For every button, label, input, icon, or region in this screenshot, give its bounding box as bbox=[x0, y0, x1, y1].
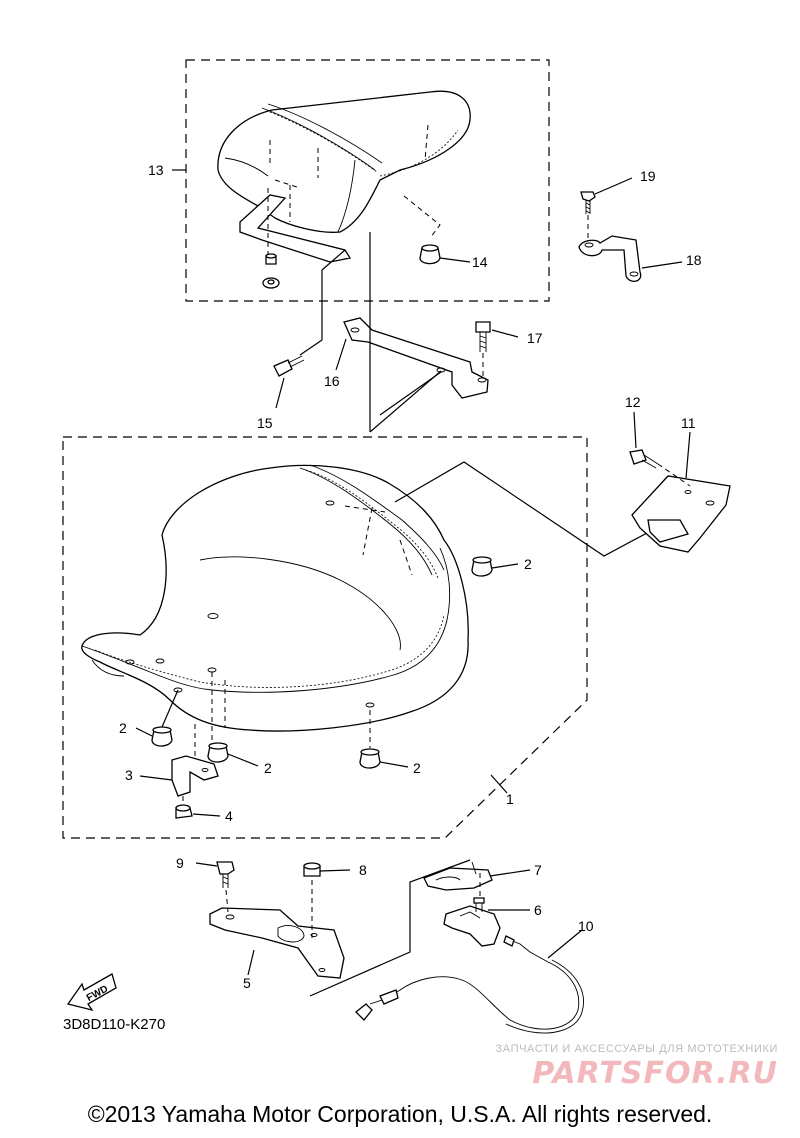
bracket-part-18 bbox=[578, 235, 642, 282]
callout-5: 5 bbox=[243, 975, 251, 991]
callout-13: 13 bbox=[148, 162, 164, 178]
main-seat-part-1 bbox=[81, 464, 469, 732]
callout-12: 12 bbox=[625, 394, 641, 410]
cable-part-10 bbox=[355, 935, 584, 1034]
lock-part-6 bbox=[443, 897, 501, 947]
main-seat-group-box bbox=[62, 436, 588, 839]
callout-11: 11 bbox=[681, 415, 696, 431]
callout-2-rear: 2 bbox=[413, 760, 421, 776]
callout-6: 6 bbox=[534, 902, 542, 918]
bolt-part-19 bbox=[580, 191, 596, 214]
bracket-part-16 bbox=[343, 317, 489, 399]
damper-part-2-right bbox=[471, 556, 493, 577]
callout-15: 15 bbox=[257, 415, 273, 431]
bracket-part-3 bbox=[171, 755, 219, 797]
callout-3: 3 bbox=[125, 767, 133, 783]
callout-7: 7 bbox=[534, 862, 542, 878]
nut-part-8 bbox=[303, 862, 321, 877]
callout-8: 8 bbox=[359, 862, 367, 878]
nut-small-rear bbox=[265, 253, 277, 265]
damper-part-2-center bbox=[207, 742, 229, 763]
washer-rear bbox=[262, 277, 280, 289]
bolt-part-9 bbox=[216, 861, 235, 888]
forward-arrow-icon: FWD bbox=[66, 973, 117, 1012]
bolt-part-12 bbox=[629, 449, 659, 469]
damper-part-2-left bbox=[151, 726, 173, 747]
plate-part-5 bbox=[209, 907, 345, 979]
callout-14: 14 bbox=[472, 254, 488, 270]
bolt-part-17 bbox=[475, 321, 491, 352]
latch-part-7 bbox=[423, 861, 493, 891]
callout-2-center: 2 bbox=[264, 760, 272, 776]
copyright-notice: ©2013 Yamaha Motor Corporation, U.S.A. A… bbox=[87, 1101, 713, 1127]
callout-17: 17 bbox=[527, 330, 543, 346]
nut-part-4 bbox=[175, 804, 193, 819]
rear-seat-part-13 bbox=[217, 90, 471, 263]
diagram-code: 3D8D110-K270 bbox=[63, 1016, 166, 1033]
callout-1: 1 bbox=[506, 791, 514, 807]
watermark-caption: ЗАПЧАСТИ И АКСЕССУАРЫ ДЛЯ МОТОТЕХНИКИ bbox=[495, 1043, 778, 1055]
callout-19: 19 bbox=[640, 168, 656, 184]
callout-9: 9 bbox=[176, 855, 184, 871]
callout-16: 16 bbox=[324, 373, 340, 389]
damper-part-2-rear bbox=[359, 748, 381, 769]
callout-2-left: 2 bbox=[119, 720, 127, 736]
callout-18: 18 bbox=[686, 252, 702, 268]
rear-seat-group-box bbox=[185, 59, 550, 302]
watermark-logo: PARTSFOR.RU bbox=[532, 1056, 778, 1091]
callout-2-right: 2 bbox=[524, 556, 532, 572]
callout-4: 4 bbox=[225, 808, 233, 824]
damper-part-14 bbox=[419, 244, 441, 265]
bracket-part-11 bbox=[631, 475, 731, 553]
callout-10: 10 bbox=[578, 918, 594, 934]
bolt-part-15 bbox=[273, 355, 305, 377]
